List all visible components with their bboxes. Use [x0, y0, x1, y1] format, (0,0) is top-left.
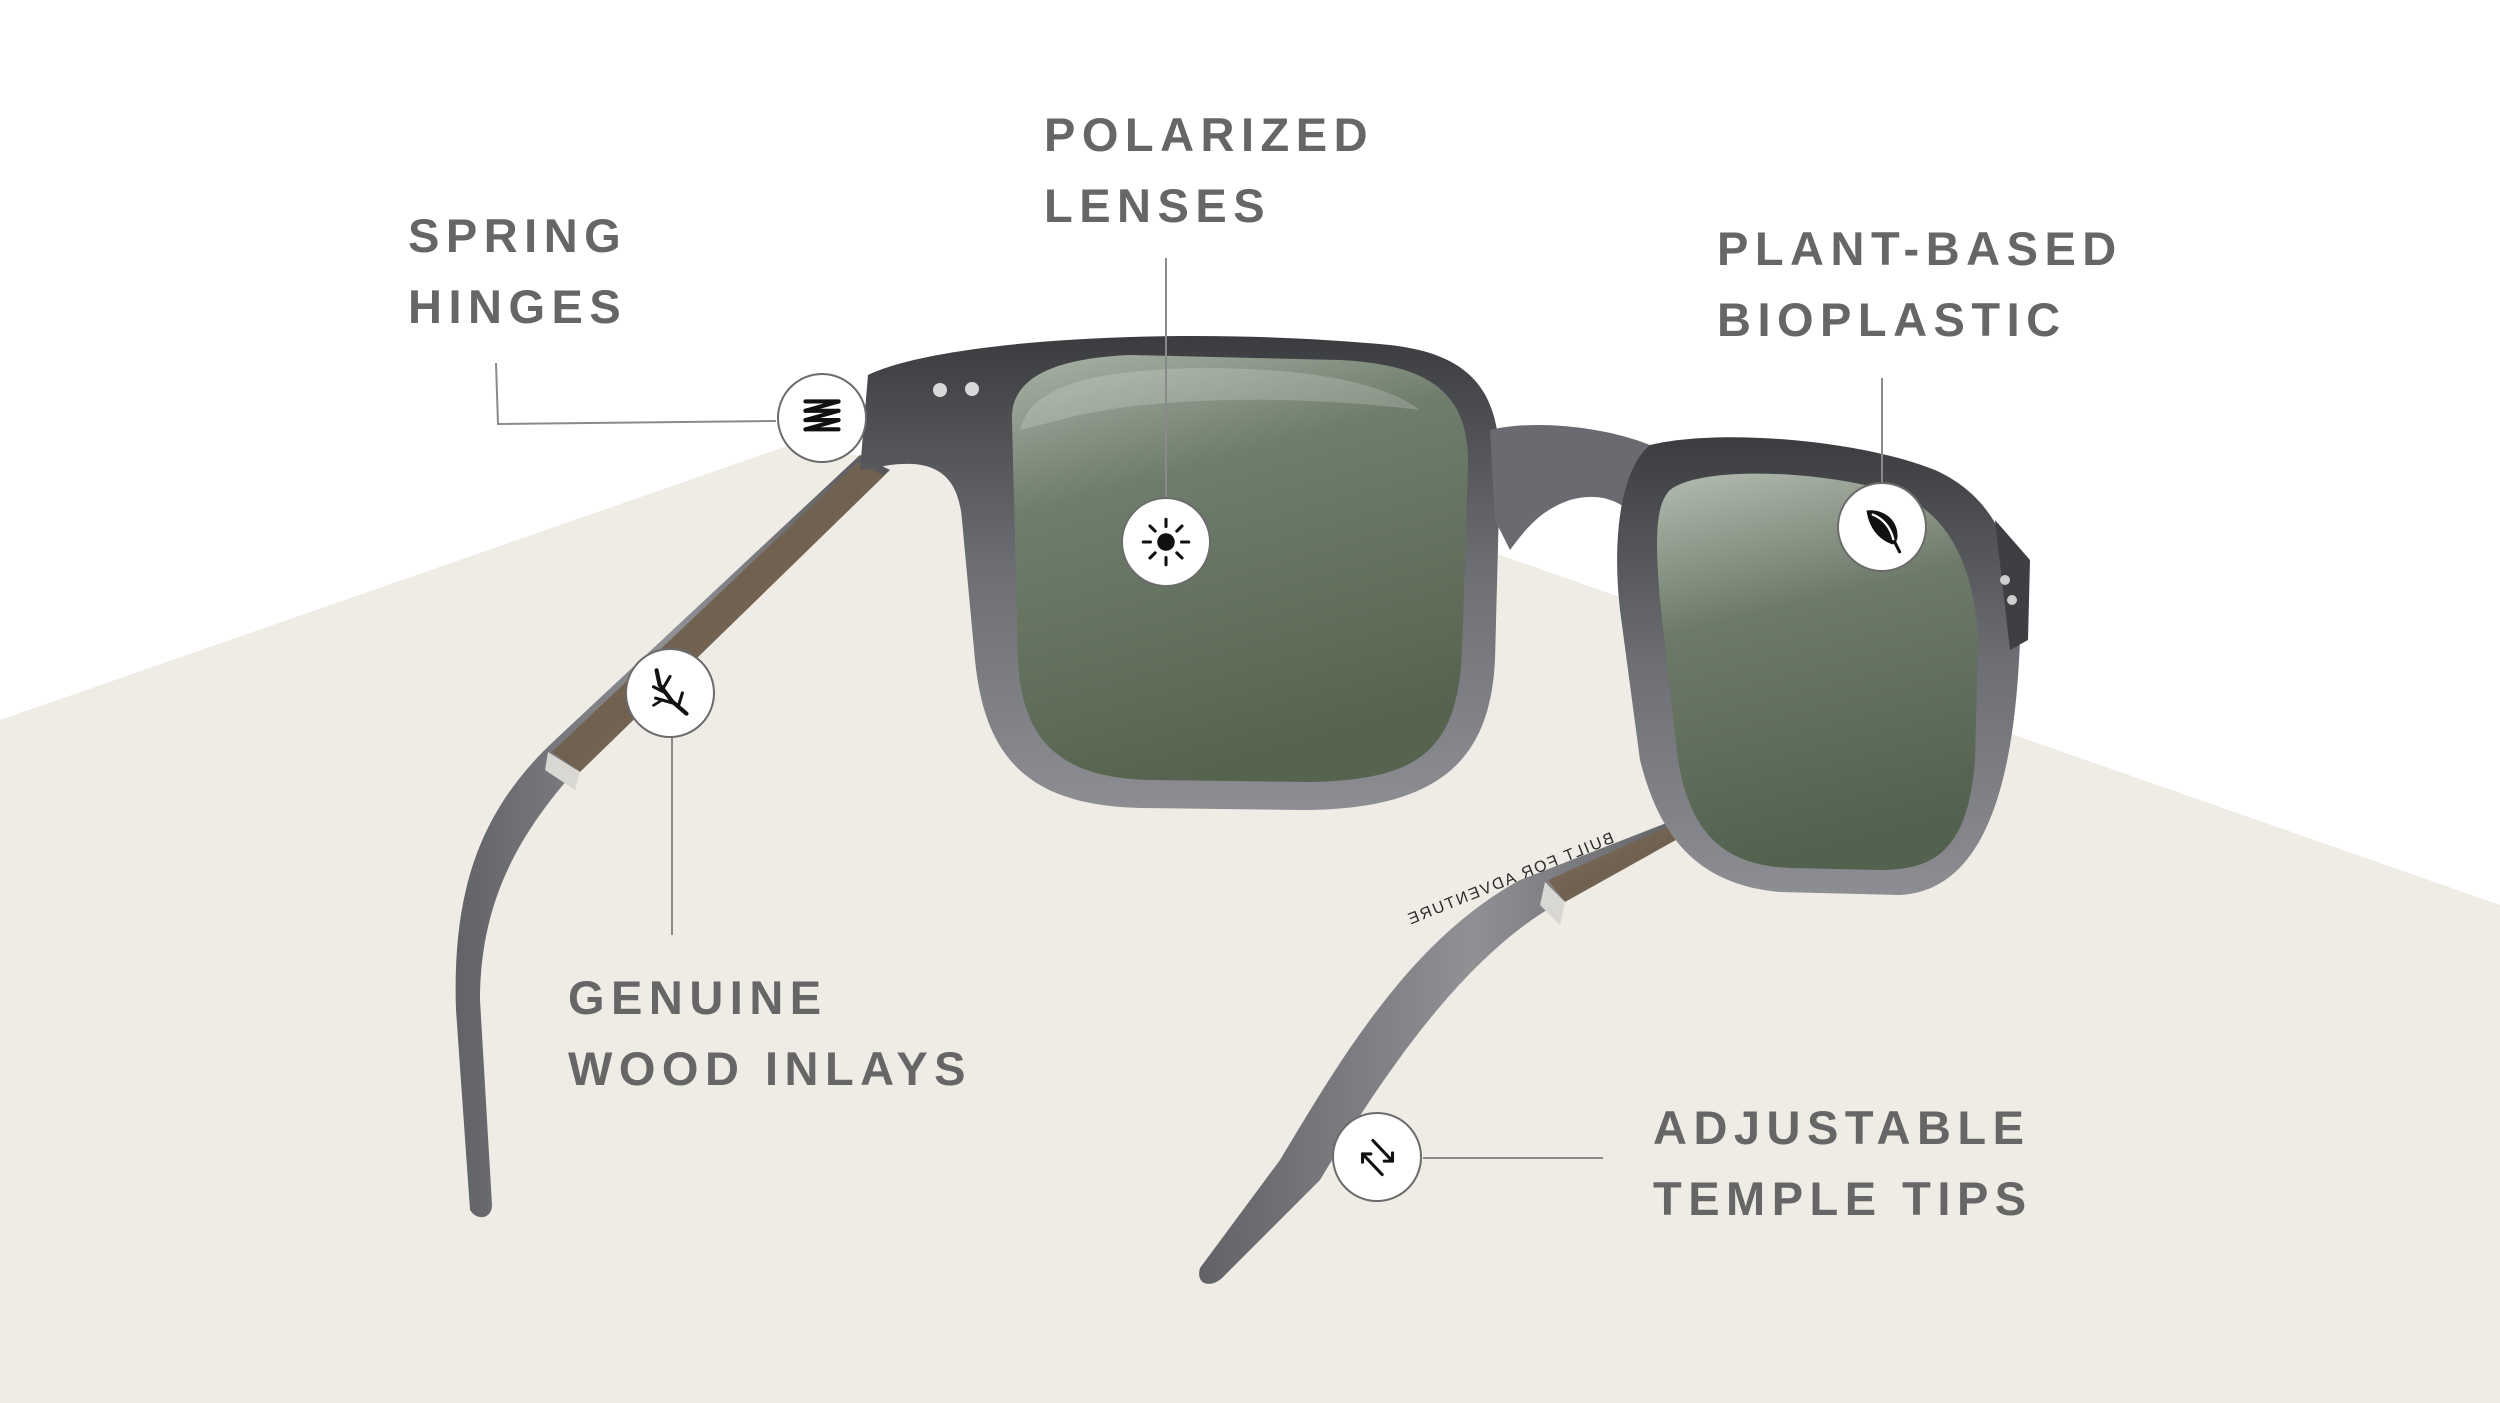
- twig-icon: [651, 668, 689, 716]
- label-line: ADJUSTABLE: [1653, 1101, 2031, 1154]
- spring-icon: [803, 399, 841, 432]
- label-plant-based-bioplastic: PLANT-BASED BIOPLASTIC: [1717, 213, 2123, 355]
- label-line: POLARIZED: [1044, 108, 1375, 161]
- left-lens: [1011, 355, 1469, 782]
- label-line: BIOPLASTIC: [1717, 293, 2067, 346]
- leaf-icon: [1866, 510, 1902, 554]
- label-polarized-lenses: POLARIZED LENSES: [1044, 99, 1374, 241]
- right-temple: [1199, 800, 1745, 1284]
- bridge: [1490, 425, 1650, 550]
- label-line: HINGES: [408, 280, 628, 333]
- label-line: TEMPLE TIPS: [1653, 1172, 2033, 1225]
- hinge-pin: [933, 383, 947, 397]
- label-spring-hinges: SPRING HINGES: [408, 200, 627, 342]
- label-line: WOOD INLAYS: [568, 1042, 973, 1095]
- leader-line-spring: [495, 362, 777, 426]
- label-adjustable-temple-tips: ADJUSTABLE TEMPLE TIPS: [1653, 1092, 2033, 1234]
- callout-polarized-lenses[interactable]: [1121, 497, 1211, 587]
- callout-spring-hinges[interactable]: [777, 373, 867, 463]
- right-lens: [1657, 473, 1978, 870]
- callout-genuine-wood-inlays[interactable]: [625, 648, 715, 738]
- callout-plant-based-bioplastic[interactable]: [1837, 482, 1927, 572]
- label-genuine-wood-inlays: GENUINE WOOD INLAYS: [568, 962, 972, 1104]
- sun-icon: [1141, 517, 1191, 567]
- label-line: LENSES: [1044, 179, 1272, 232]
- label-line: GENUINE: [568, 971, 828, 1024]
- hinge-pin: [965, 382, 979, 396]
- label-line: PLANT-BASED: [1717, 222, 2123, 275]
- callout-adjustable-temple-tips[interactable]: [1332, 1112, 1422, 1202]
- label-line: SPRING: [408, 209, 628, 262]
- arrows-icon: [1360, 1138, 1395, 1177]
